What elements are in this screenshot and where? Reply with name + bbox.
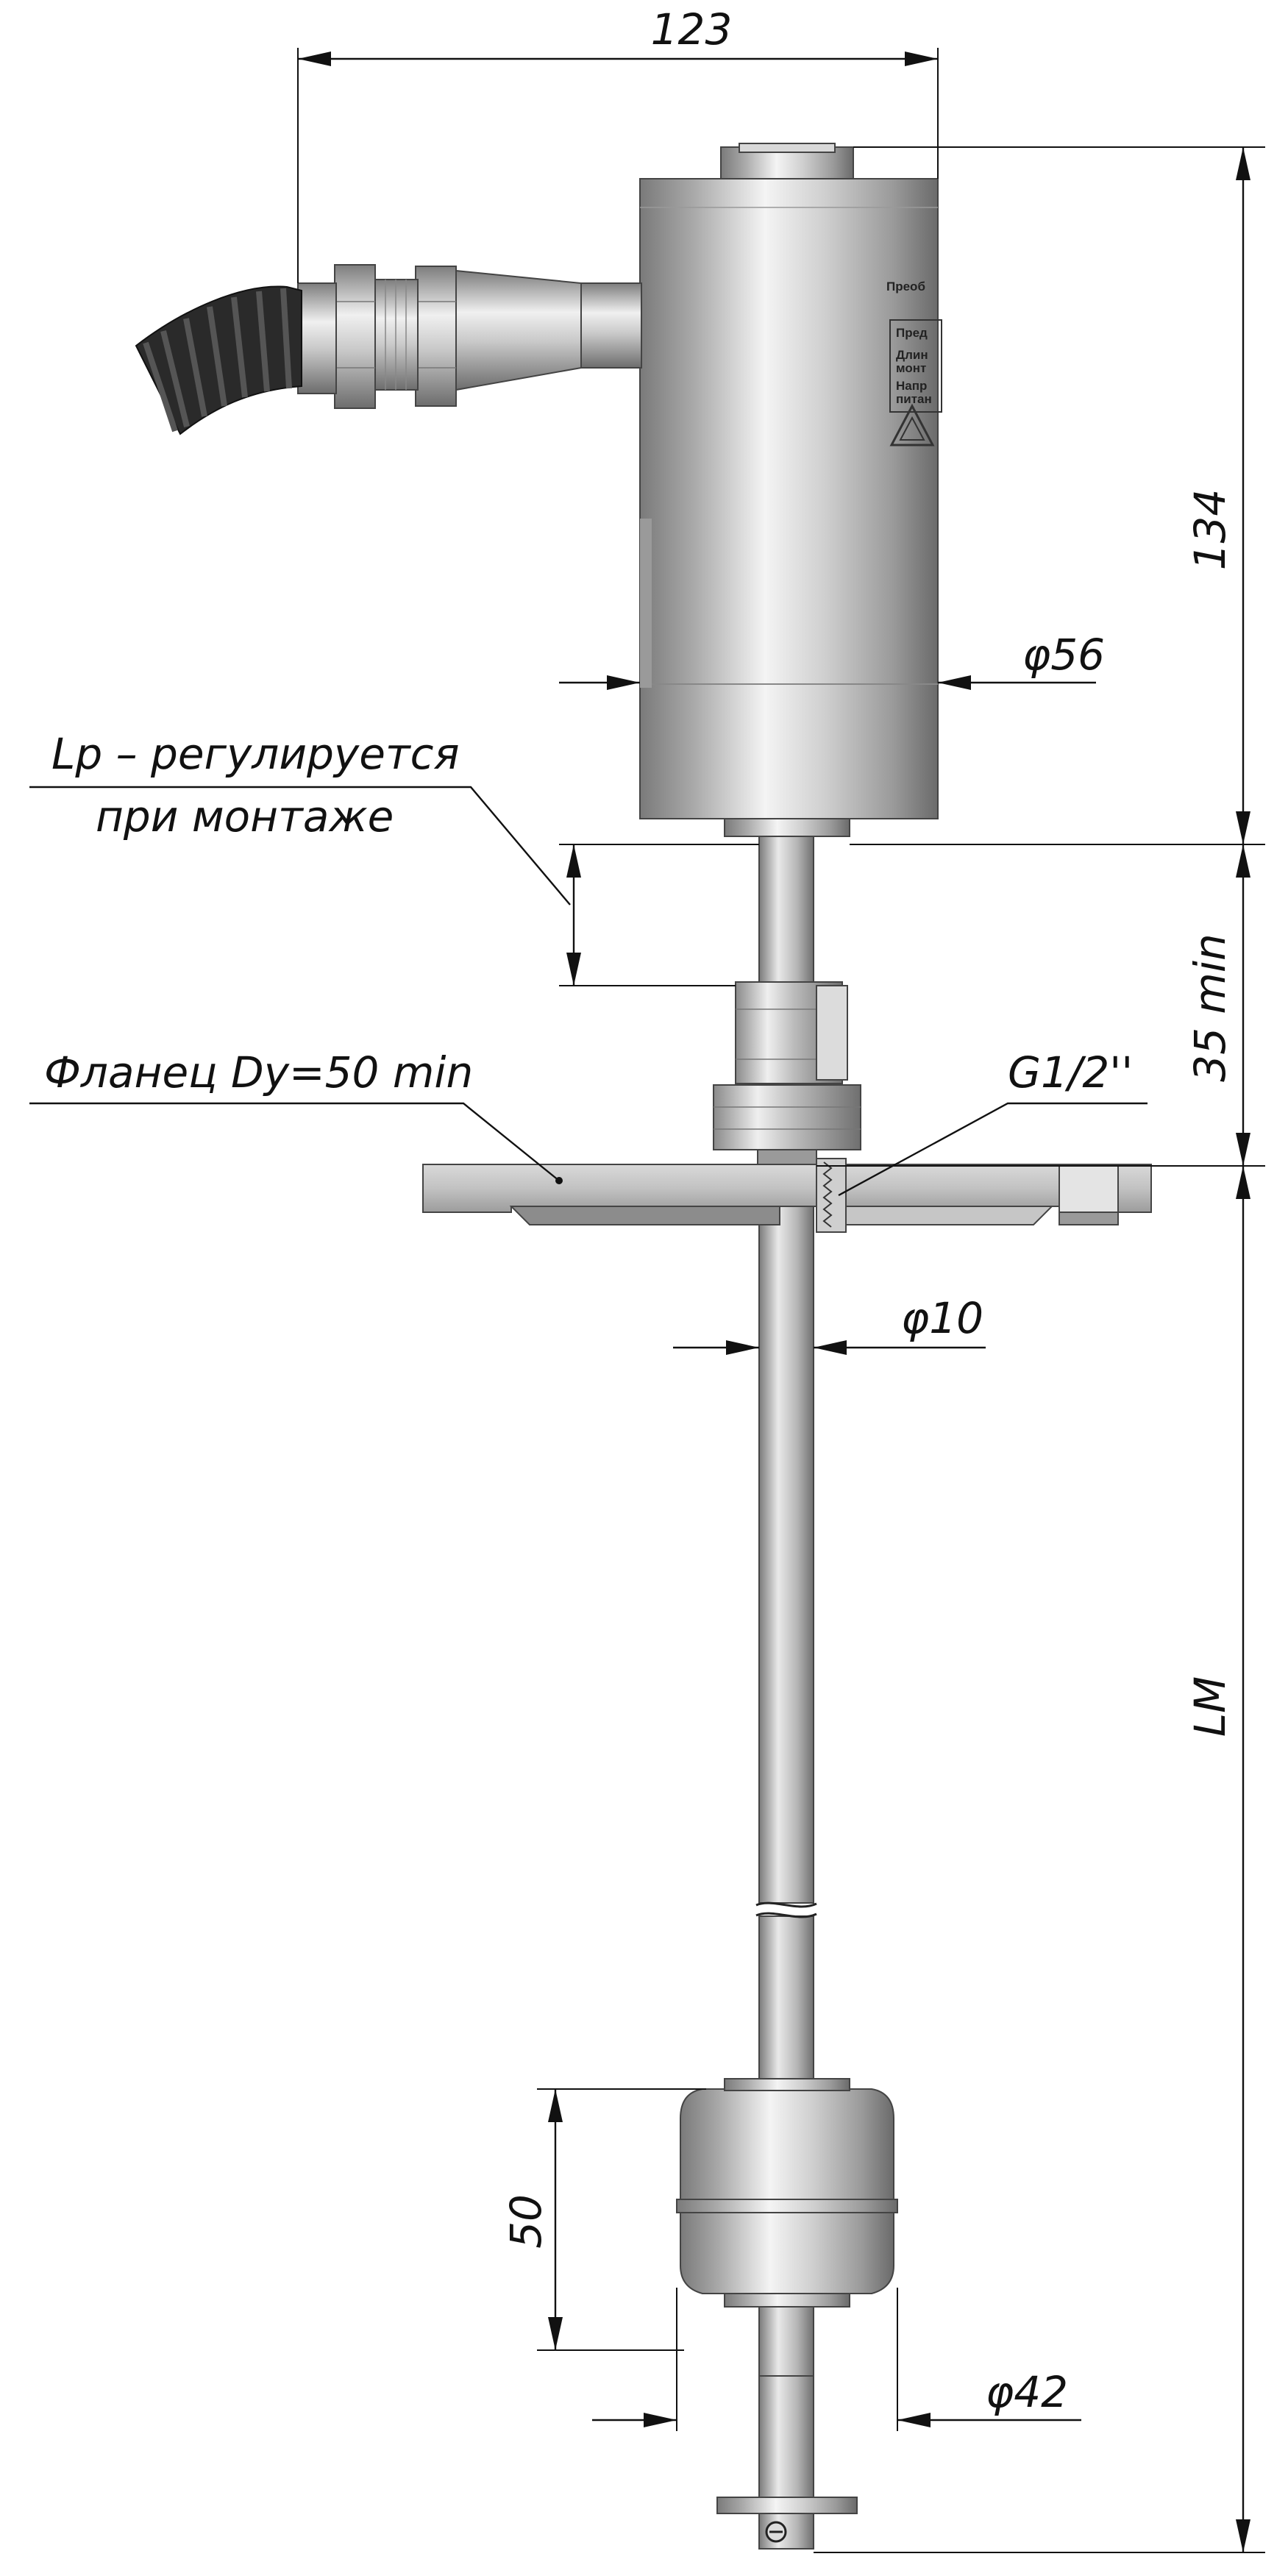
dimension-height-134: 134 (850, 146, 1265, 845)
housing-label-title: Преоб (886, 280, 925, 293)
compression-fitting (713, 981, 861, 1233)
housing-label-row2: Длин (896, 348, 928, 362)
housing-label-plate: Преоб Пред Длин монт Напр питан (886, 280, 942, 446)
dimension-lp: Lp – регулируется при монтаже (29, 729, 759, 986)
note-lp-line1: Lp – регулируется (51, 729, 459, 779)
housing-label-row1: Пред (896, 326, 928, 340)
note-flange-text: Фланец Dy=50 min (44, 1047, 473, 1097)
dim-label-height: 134 (1185, 489, 1235, 571)
housing-label-row3: монт (896, 361, 926, 375)
dim-label-lm: LM (1185, 1676, 1235, 1737)
housing-label-row5: питан (896, 392, 932, 406)
dim-label-diameter-rod: φ10 (901, 1293, 983, 1343)
dim-label-thread: G1/2'' (1008, 1047, 1133, 1097)
sensor-housing (639, 143, 939, 837)
note-thread: G1/2'' (838, 1047, 1148, 1197)
dimension-float-50: 50 (501, 2088, 706, 2351)
dim-label-diameter-housing: φ56 (1022, 630, 1105, 680)
corrugated-cable (135, 285, 302, 435)
dim-label-width: 123 (651, 4, 733, 54)
dimension-diameter-42: φ42 (592, 2288, 1081, 2431)
flange (422, 1164, 1152, 1225)
warning-triangle-icon (889, 403, 935, 446)
dimension-width-123: 123 (297, 4, 939, 283)
dimension-lm: LM (814, 1166, 1265, 2553)
dim-label-diameter-float: φ42 (986, 2367, 1068, 2417)
dimension-diameter-56: φ56 (559, 630, 1105, 690)
housing-label-row4: Напр (896, 379, 927, 393)
dim-label-float-height: 50 (501, 2194, 551, 2249)
note-lp-line2: при монтаже (96, 791, 394, 842)
float (676, 2078, 898, 2308)
cable-gland (297, 264, 642, 409)
dimension-35-min: 35 min (816, 844, 1265, 1167)
stopper-ring (716, 2497, 858, 2550)
dim-label-min-gap: 35 min (1185, 933, 1235, 1082)
dimension-diameter-10: φ10 (673, 1293, 986, 1355)
note-flange: Фланец Dy=50 min (29, 1047, 563, 1184)
